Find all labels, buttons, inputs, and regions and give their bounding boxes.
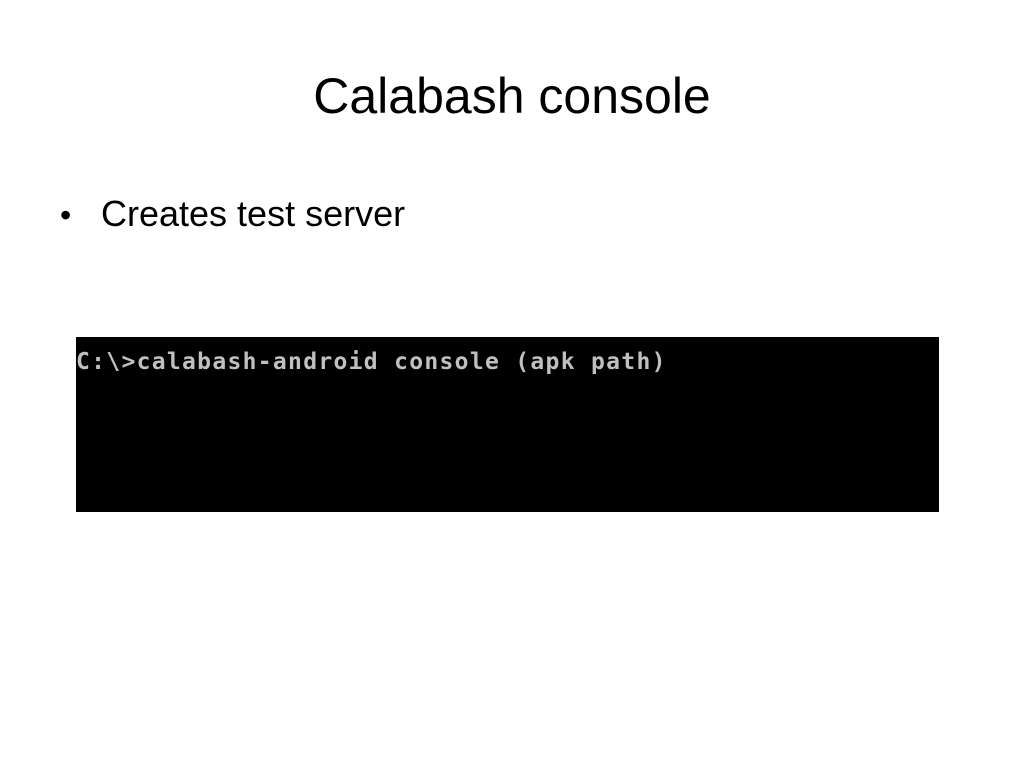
console-screenshot: C:\>calabash-android console (apk path) (76, 337, 939, 512)
slide-title: Calabash console (313, 68, 711, 124)
bullet-icon: • (60, 197, 72, 233)
bullet-text: Creates test server (101, 193, 406, 234)
console-command-line: C:\>calabash-android console (apk path) (76, 349, 667, 375)
bullet-item: • Creates test server (60, 188, 960, 241)
bullet-list: • Creates test server (60, 188, 960, 241)
